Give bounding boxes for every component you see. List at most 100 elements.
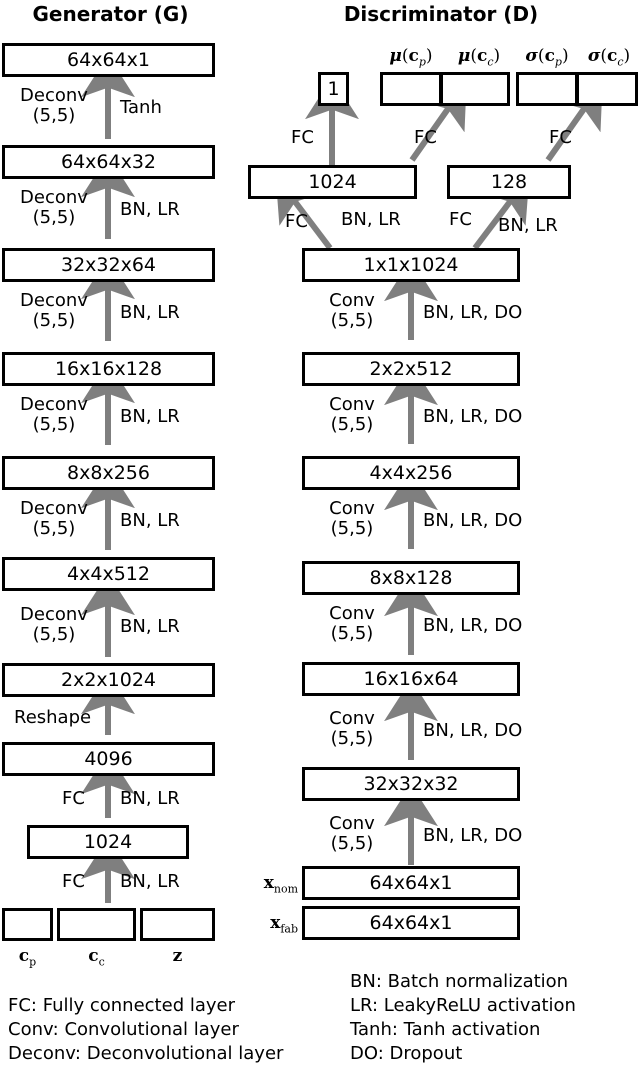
disc-head-box: 128 (447, 165, 571, 199)
discriminator-edge-note: BN, LR, DO (423, 825, 523, 846)
legend-item: BN: Batch normalization (350, 971, 569, 992)
page-title-discriminator: Discriminator (D) (343, 2, 539, 26)
disc-output-label-sigma-cc: σ(cc) (587, 46, 631, 69)
generator-edge-op: Deconv (5,5) (8, 291, 100, 331)
label-arg: c (607, 46, 618, 66)
disc-head-edge-op: FC (285, 211, 308, 232)
label-base: x (270, 913, 281, 933)
discriminator-edge-op: Conv (5,5) (313, 604, 391, 644)
discriminator-edge-note: BN, LR, DO (423, 720, 523, 741)
label-sub: p (29, 955, 37, 969)
discriminator-edge-op: Conv (5,5) (313, 709, 391, 749)
generator-layer-box: 1024 (27, 825, 189, 859)
disc-output-label-mu-cp: μ(cp) (389, 46, 433, 69)
legend-item: Deconv: Deconvolutional layer (8, 1043, 284, 1064)
discriminator-input-box-fab: 64x64x1 (302, 906, 520, 940)
label-base: c (18, 946, 30, 966)
discriminator-edge-note: BN, LR, DO (423, 406, 523, 427)
generator-edge-op: Deconv (5,5) (8, 86, 100, 126)
legend-item: LR: LeakyReLU activation (350, 995, 576, 1016)
generator-edge-note: BN, LR (120, 871, 180, 892)
edge-op-name: Deconv (20, 85, 88, 106)
discriminator-edge-note: BN, LR, DO (423, 302, 523, 323)
edge-op-name: Deconv (20, 604, 88, 625)
generator-edge-op: Deconv (5,5) (8, 605, 100, 645)
disc-input-label-xnom: xnom (246, 873, 298, 896)
edge-op-name: Conv (329, 498, 375, 519)
label-sub: p (554, 55, 562, 69)
generator-layer-box: 2x2x1024 (2, 663, 215, 697)
generator-edge-note: BN, LR (120, 302, 180, 323)
label-fn: σ (587, 46, 601, 66)
discriminator-layer-box: 4x4x256 (302, 456, 520, 490)
disc-head-edge-note: BN, LR (498, 215, 558, 236)
label-fn: μ (389, 46, 402, 66)
label-arg: c (476, 46, 488, 66)
generator-layer-box: 64x64x32 (2, 145, 215, 179)
generator-input-label-cp: cp (2, 946, 53, 969)
discriminator-layer-box: 8x8x128 (302, 561, 520, 595)
label-arg: c (544, 46, 555, 66)
discriminator-edge-op: Conv (5,5) (313, 291, 391, 331)
disc-head-edge-op: FC (291, 127, 314, 148)
edge-op-name: Deconv (20, 498, 88, 519)
disc-head-edge-op: FC (549, 127, 572, 148)
disc-input-label-xfab: xfab (246, 913, 298, 936)
edge-op-kernel: (5,5) (32, 105, 76, 126)
label-fn: μ (457, 46, 471, 66)
generator-input-label-cc: cc (57, 946, 136, 969)
edge-op-name: Conv (329, 394, 375, 415)
edge-op-kernel: (5,5) (330, 623, 374, 644)
label-sub: c (98, 955, 105, 969)
disc-output-label-mu-cc: μ(cc) (457, 46, 501, 69)
edge-op-name: Deconv (20, 187, 88, 208)
disc-output-box-sigma-cp (516, 72, 578, 106)
discriminator-edge-op: Conv (5,5) (313, 814, 391, 854)
generator-input-box-z (140, 908, 215, 941)
generator-edge-note: BN, LR (120, 406, 180, 427)
edge-op-kernel: (5,5) (330, 728, 374, 749)
discriminator-input-box-nom: 64x64x1 (302, 866, 520, 900)
label-base: x (263, 873, 274, 893)
discriminator-layer-box: 2x2x512 (302, 352, 520, 386)
legend-right: BN: Batch normalization LR: LeakyReLU ac… (350, 970, 576, 1066)
discriminator-edge-op: Conv (5,5) (313, 499, 391, 539)
generator-edge-op: FC (62, 788, 85, 809)
discriminator-layer-box: 16x16x64 (302, 662, 520, 696)
label-base: z (172, 946, 183, 966)
discriminator-layer-box: 1x1x1024 (302, 248, 520, 282)
generator-edge-note: BN, LR (120, 616, 180, 637)
edge-op-kernel: (5,5) (330, 414, 374, 435)
edge-op-kernel: (5,5) (32, 310, 76, 331)
edge-op-kernel: (5,5) (32, 624, 76, 645)
page-title-generator: Generator (G) (32, 2, 189, 26)
generator-layer-box: 32x32x64 (2, 248, 215, 282)
disc-head-edge-note: BN, LR (341, 209, 401, 230)
discriminator-edge-note: BN, LR, DO (423, 615, 523, 636)
generator-edge-note: BN, LR (120, 199, 180, 220)
generator-edge-op: Deconv (5,5) (8, 188, 100, 228)
legend-left: FC: Fully connected layer Conv: Convolut… (8, 994, 283, 1066)
generator-input-box-cp (2, 908, 53, 941)
edge-op-name: Deconv (20, 394, 88, 415)
label-base: c (88, 946, 99, 966)
generator-edge-note: BN, LR (120, 788, 180, 809)
edge-op-kernel: (5,5) (330, 518, 374, 539)
discriminator-layer-box: 32x32x32 (302, 767, 520, 801)
edge-op-kernel: (5,5) (330, 833, 374, 854)
label-arg: c (408, 46, 419, 66)
generator-input-label-z: z (140, 948, 215, 965)
generator-input-box-cc (57, 908, 136, 941)
edge-op-name: Deconv (20, 290, 88, 311)
generator-layer-box: 16x16x128 (2, 352, 215, 386)
generator-layer-box: 64x64x1 (2, 43, 215, 77)
edge-op-name: Conv (329, 603, 375, 624)
edge-op-kernel: (5,5) (32, 414, 76, 435)
label-sub: fab (280, 922, 298, 936)
edge-op-name: Conv (329, 813, 375, 834)
legend-item: Tanh: Tanh activation (350, 1019, 541, 1040)
disc-output-box-sigma-cc (576, 72, 638, 106)
generator-layer-box: 4x4x512 (2, 557, 215, 591)
label-sub: nom (273, 882, 298, 896)
